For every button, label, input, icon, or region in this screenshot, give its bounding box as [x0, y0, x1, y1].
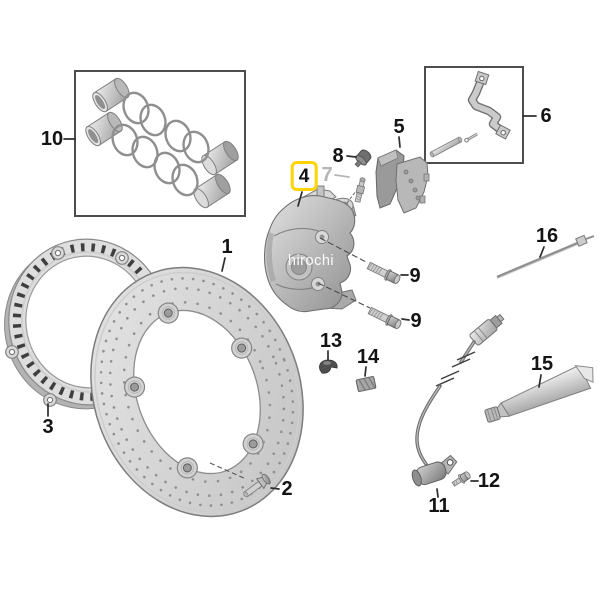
watermark-text: hirochi — [287, 253, 335, 269]
disc-bolt — [209, 462, 271, 498]
brake-pads — [375, 149, 430, 214]
ring-mount-ears — [5, 246, 129, 407]
sensor-body — [411, 454, 458, 487]
seal-rings — [111, 91, 210, 197]
clip-14 — [355, 376, 377, 392]
brake-disc — [90, 266, 304, 518]
abs-sensor — [411, 313, 505, 487]
part-label-6: 6 — [540, 105, 552, 127]
brake-caliper — [264, 185, 357, 313]
cotter-pin — [464, 132, 478, 143]
piston — [193, 173, 231, 209]
part-label-4-highlighted: 4 — [290, 161, 318, 191]
cable-tie — [496, 234, 595, 280]
part-label-7: 7 — [321, 164, 333, 186]
piston-seal-kit-box — [74, 70, 246, 217]
part-label-16: 16 — [535, 225, 559, 247]
part-label-2: 2 — [281, 478, 293, 500]
part-label-3: 3 — [42, 416, 54, 438]
bleed-screw — [354, 177, 366, 203]
part-label-9a: 9 — [409, 265, 421, 287]
clip-13 — [319, 359, 338, 374]
pad-pin — [429, 136, 463, 158]
caliper-bolt — [367, 306, 402, 330]
sensor-screw — [451, 471, 471, 487]
sensor-connector — [469, 313, 505, 346]
bleed-screw-cap — [354, 149, 372, 168]
part-label-14: 14 — [356, 346, 380, 368]
part-label-11: 11 — [428, 495, 450, 517]
caliper-bolt — [366, 261, 401, 285]
leader-lines — [47, 115, 545, 498]
part-label-15: 15 — [530, 353, 554, 375]
piston — [201, 140, 239, 176]
disc-mount-bosses — [123, 302, 264, 479]
part-label-12: 12 — [477, 470, 501, 492]
part-label-9b: 9 — [410, 310, 422, 332]
part-label-8: 8 — [332, 145, 344, 167]
part-label-13: 13 — [319, 330, 343, 352]
piston — [92, 77, 130, 113]
retainer-kit-box — [424, 66, 524, 164]
retaining-bracket — [467, 70, 511, 140]
part-label-1: 1 — [221, 236, 233, 258]
grease-tube — [484, 365, 594, 423]
part-label-10: 10 — [40, 128, 64, 150]
part-label-5: 5 — [393, 116, 405, 138]
caliper-bolt-axes — [317, 237, 371, 309]
